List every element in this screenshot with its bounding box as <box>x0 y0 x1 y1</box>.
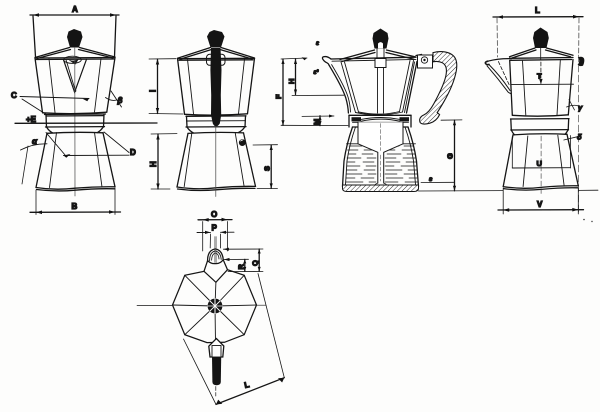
svg-text:G: G <box>446 153 455 159</box>
svg-text:L: L <box>244 380 251 390</box>
svg-text:U: U <box>537 159 542 168</box>
svg-text:F: F <box>274 94 283 99</box>
svg-text:M: M <box>312 119 321 125</box>
svg-text:O: O <box>211 210 217 219</box>
svg-text:R: R <box>237 264 246 270</box>
svg-text:Q: Q <box>251 260 260 266</box>
svg-text:C: C <box>11 91 17 100</box>
svg-text:γ: γ <box>578 103 583 112</box>
svg-text:P: P <box>212 224 218 233</box>
svg-text:s: s <box>429 177 433 183</box>
svg-text:S: S <box>263 166 272 171</box>
svg-text:+E: +E <box>26 115 37 124</box>
svg-text:ε³: ε³ <box>314 69 320 76</box>
svg-text:V: V <box>537 200 543 209</box>
svg-text:T: T <box>537 72 542 81</box>
svg-text:A: A <box>72 5 78 14</box>
svg-text:I: I <box>149 90 158 92</box>
svg-text:δ: δ <box>577 133 582 142</box>
svg-text:ε: ε <box>316 41 319 47</box>
svg-text:α: α <box>32 137 38 146</box>
svg-text:H: H <box>287 79 296 84</box>
svg-text:D: D <box>130 148 136 157</box>
svg-text:H: H <box>149 161 158 167</box>
svg-text:L: L <box>535 6 540 15</box>
svg-text:β: β <box>117 96 123 105</box>
svg-text:B: B <box>72 202 78 211</box>
